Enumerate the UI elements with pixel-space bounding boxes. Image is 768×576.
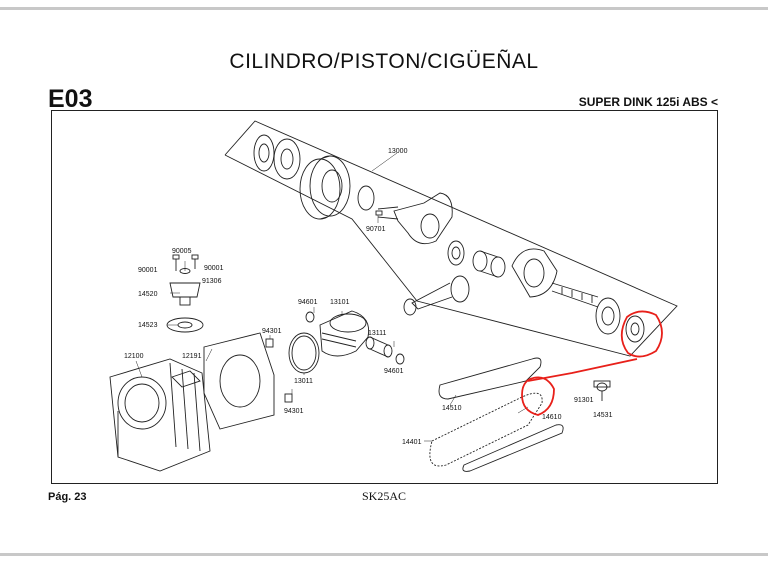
section-code: E03 xyxy=(48,85,93,113)
label-90701: 90701 xyxy=(366,226,386,233)
bearing-left xyxy=(253,134,301,180)
dowel-pin-a xyxy=(265,338,274,348)
piston-clip-a xyxy=(305,311,315,323)
exploded-parts-diagram: 13000 90701 90005 90001 90001 91306 1452… xyxy=(109,120,678,472)
label-13000: 13000 xyxy=(388,148,408,155)
label-94601-top: 94601 xyxy=(298,299,318,306)
piston-rings xyxy=(288,332,320,374)
leader-lines xyxy=(135,152,529,442)
bearing-right xyxy=(595,297,621,335)
label-13011: 13011 xyxy=(294,378,313,385)
highlight-circle-chain xyxy=(521,376,555,416)
guide-bolt xyxy=(593,380,611,401)
bottom-rule xyxy=(0,553,768,556)
crankshaft-group-outline xyxy=(224,120,678,357)
top-rule xyxy=(0,7,768,10)
crank-half-right xyxy=(511,248,599,308)
washer xyxy=(357,185,375,211)
label-14531: 14531 xyxy=(593,412,613,419)
bearing-mid xyxy=(447,240,465,266)
label-14610: 14610 xyxy=(542,414,562,421)
page-title: CILINDRO/PISTON/CIGÜEÑAL xyxy=(229,50,539,73)
piston-pin xyxy=(365,336,393,358)
crank-sprocket xyxy=(625,315,645,343)
piston xyxy=(319,310,370,357)
label-90001-left: 90001 xyxy=(138,267,158,274)
cylinder-gasket xyxy=(203,332,275,430)
model-name: SUPER DINK 125i ABS < xyxy=(578,95,718,109)
label-94601-bottom: 94601 xyxy=(384,368,404,375)
label-14510: 14510 xyxy=(442,405,462,412)
connecting-rod xyxy=(403,275,470,316)
dowel-pin-b xyxy=(284,393,293,403)
label-14520: 14520 xyxy=(138,291,158,298)
label-94301-bottom: 94301 xyxy=(284,408,304,415)
label-91301: 91301 xyxy=(574,397,594,404)
label-90005: 90005 xyxy=(172,248,192,255)
label-90001-right: 90001 xyxy=(204,265,224,272)
drive-gear xyxy=(299,155,351,220)
label-13111: 13111 xyxy=(368,330,387,337)
page-number: Pág. 23 xyxy=(48,491,87,503)
chain-guide xyxy=(438,357,542,400)
red-circle-highlight-icon xyxy=(521,310,663,416)
label-12100: 12100 xyxy=(124,353,144,360)
crank-pin xyxy=(472,250,506,278)
label-13101: 13101 xyxy=(330,299,350,306)
highlight-circle-sprocket xyxy=(620,310,663,358)
cylinder-block xyxy=(109,358,211,472)
crank-half-left xyxy=(377,192,453,245)
label-12191: 12191 xyxy=(182,353,202,360)
label-14523: 14523 xyxy=(138,322,158,329)
part-labels: 13000 90701 90005 90001 90001 91306 1452… xyxy=(124,148,613,446)
piston-clip-b xyxy=(395,353,405,365)
tensioner-guide xyxy=(462,424,564,472)
label-14401: 14401 xyxy=(402,439,422,446)
diagram-frame: 13000 90701 90005 90001 90001 91306 1452… xyxy=(51,110,718,484)
key-90701 xyxy=(375,210,383,216)
label-91306: 91306 xyxy=(202,278,222,285)
label-94301-top: 94301 xyxy=(262,328,282,335)
document-code: SK25AC xyxy=(361,489,406,503)
